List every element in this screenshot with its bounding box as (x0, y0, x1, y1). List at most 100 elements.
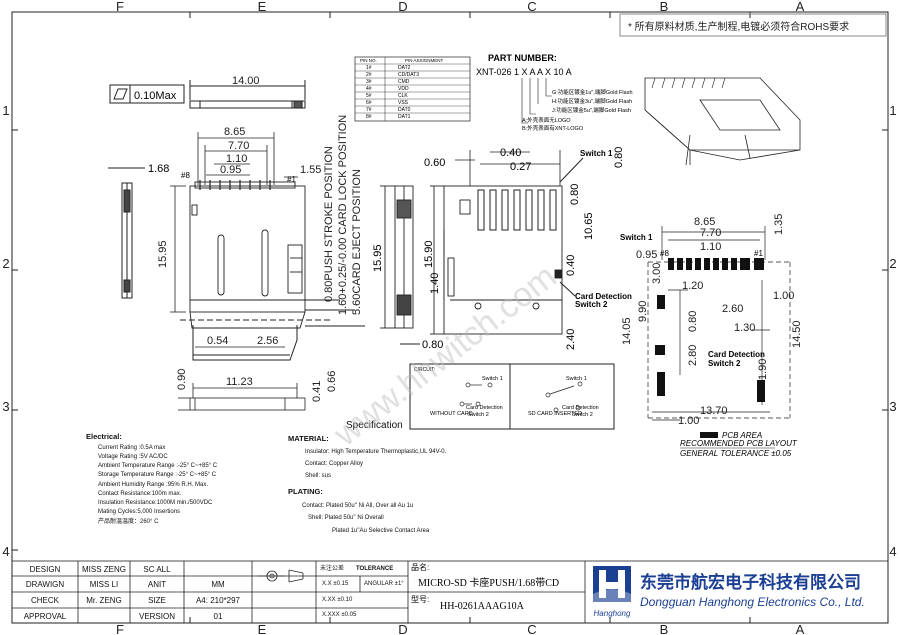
drawing-text: B:外壳表面有XNT-LOGO (522, 124, 584, 132)
row-label: 2 (889, 256, 896, 271)
drawing-text: Hanghong (594, 609, 631, 618)
drawing-text: 1.35 (773, 214, 785, 235)
drawing-text: 8# (366, 114, 372, 120)
drawing-text: 未注公差 (320, 564, 344, 572)
drawing-text: APPROVAL (24, 612, 67, 621)
drawing-text: * 所有原料材质,生产制程,电镀必须符合ROHS要求 (628, 20, 849, 33)
flatness-callout: 0.10Max (109, 84, 185, 104)
drawing-text: 1.10 (226, 153, 247, 165)
specification: Specification Electrical: Current Rating… (86, 420, 447, 534)
pin-label: #8 (181, 171, 190, 180)
drawing-text: 1.55 (300, 164, 321, 176)
drawing-text: 11.23 (226, 376, 253, 388)
dim-label: 2.40 (565, 329, 577, 350)
drawing-text: Switch 1 (482, 376, 503, 382)
col-label: B (660, 622, 669, 635)
drawing-text: PART NUMBER: (488, 53, 557, 63)
col-label: B (660, 0, 669, 14)
drawing-text: MISS ZENG (82, 565, 126, 574)
drawing-text: DAT2 (398, 65, 411, 71)
pin-rows: 1#DAT2 2#CD/DAT3 3#CMD 4#VDD 5#CLK 6#VSS… (366, 65, 419, 120)
drawing-text: 01 (214, 612, 223, 621)
drawing-text: 2.56 (257, 335, 278, 347)
legend-tolerance: GENERAL TOLERANCE ±0.05 (680, 449, 792, 458)
drawing-text: VDD (398, 86, 409, 92)
position-leaders (305, 299, 365, 327)
dim-group-left-top: 8.65 7.70 1.10 0.95 1.55 (197, 126, 321, 185)
dim-label: 15.90 (423, 240, 435, 268)
drawing-text: Ambient Temperature Range :-25° C~+85° C (98, 463, 218, 469)
drawing-text: CHECK (31, 596, 60, 605)
col-label: F (116, 0, 124, 14)
card-lock-label: 1.60+0.25/-0.00 CARD LOCK POSITION (337, 115, 349, 315)
drawing-text: 1.10 (700, 241, 721, 253)
row-label: 1 (889, 103, 896, 118)
drawing-text: DAT0 (398, 107, 411, 113)
drawing-text: 7# (366, 107, 372, 113)
legend-pcb-area: PCB AREA (722, 431, 762, 440)
drawing-text: PLATING: (288, 487, 323, 496)
sheet-frame (11, 11, 889, 624)
drawing-text: 1.90 (757, 359, 769, 380)
drawing-text: 0.90 (176, 369, 188, 390)
pcb-switch2-label: Switch 2 (708, 359, 741, 368)
dim-054-256: 0.54 2.56 (195, 335, 285, 348)
side-view-left (121, 182, 133, 299)
col-label: F (116, 622, 124, 635)
col-label: A (796, 0, 805, 14)
drawing-text: Electrical: (86, 432, 122, 441)
drawing-text: XNT-026 1 X A A X 10 A (476, 67, 572, 77)
drawing-text: CLK (398, 93, 408, 99)
col-label: A (796, 622, 805, 635)
drawing-text: HH-0261AAAG10A (440, 601, 525, 612)
drawing-text: Shell: Plated 50u'' Ni Overall (308, 515, 384, 521)
dim-label: 0.40 (500, 147, 521, 159)
drawing-text: X.XX ±0.10 (322, 597, 353, 603)
dim-1123: 11.23 0.90 0.41 0.66 (176, 369, 338, 411)
drawing-text: Shell: sus (305, 473, 331, 479)
connector-bottom-view (430, 185, 563, 335)
drawing-text: 8.65 (694, 216, 715, 228)
col-label: D (398, 0, 407, 14)
drawing-text: Insulator: High Temperature Thermoplasti… (305, 449, 447, 455)
pin-table: PIN NO. PIN ASSIGNMENT 1#DAT2 2#CD/DAT3 … (354, 56, 471, 122)
drawing-text: 0.95 (220, 164, 241, 176)
drawing-text: MISS LI (90, 580, 118, 589)
pcb-layout: 8.65 7.70 0.95 1.10 1.35 1.20 3.00 1.00 … (620, 214, 803, 458)
drawing-text: PIN NO. (360, 58, 377, 63)
pin-label: #1 (287, 175, 296, 184)
drawing-text: DRAWIGN (26, 580, 65, 589)
company-logo: Hanghong (593, 566, 631, 618)
drawing-text: 6# (366, 100, 372, 106)
rohs-note: * 所有原料材质,生产制程,电镀必须符合ROHS要求 (619, 13, 887, 37)
card-eject-label: 5.60CARD EJECT POSITION (351, 169, 363, 315)
title-block: DESIGN MISS ZENG SC ALL DRAWIGN MISS LI … (11, 560, 889, 624)
drawing-text: 2.80 (687, 345, 699, 366)
drawing-text: 0.80 (687, 311, 699, 332)
drawing-text: Ambient Humidity Range :95% R.H. Max. (98, 482, 208, 488)
switch2-label: Switch 2 (575, 300, 608, 309)
drawing-text: Specification (346, 420, 403, 431)
drawing-text: 产品耐温温度：260° C (98, 517, 159, 525)
company-name-en: Dongguan Hanghong Electronics Co., Ltd. (640, 595, 865, 609)
drawing-text: 15.95 (157, 240, 169, 268)
drawing-text: Plated 1u"Au Selective Contact Area (332, 528, 430, 534)
drawing-text: 0.95 (636, 249, 657, 261)
drawing-text: 3.00 (651, 263, 663, 284)
drawing-text: 1.30 (734, 322, 755, 334)
drawing-text: 1.00 (773, 290, 794, 302)
drawing-text: #1 (754, 249, 763, 258)
dim-label: 0.40 (565, 255, 577, 276)
drawing-text: 型号: (411, 595, 429, 604)
row-label: 4 (889, 544, 896, 559)
drawing-text: 14.05 (621, 317, 633, 345)
drawing-text: 4# (366, 86, 372, 92)
drawing-text: Voltage Rating :5V AC/DC (98, 454, 168, 460)
drawing-text: SD CARD INSERTED (528, 411, 582, 417)
drawing-text: VSS (398, 100, 409, 106)
dim-label: 1.68 (148, 163, 169, 175)
card-detect-label: Card Detection (575, 292, 632, 301)
drawing-text: Card Detection (562, 405, 599, 411)
